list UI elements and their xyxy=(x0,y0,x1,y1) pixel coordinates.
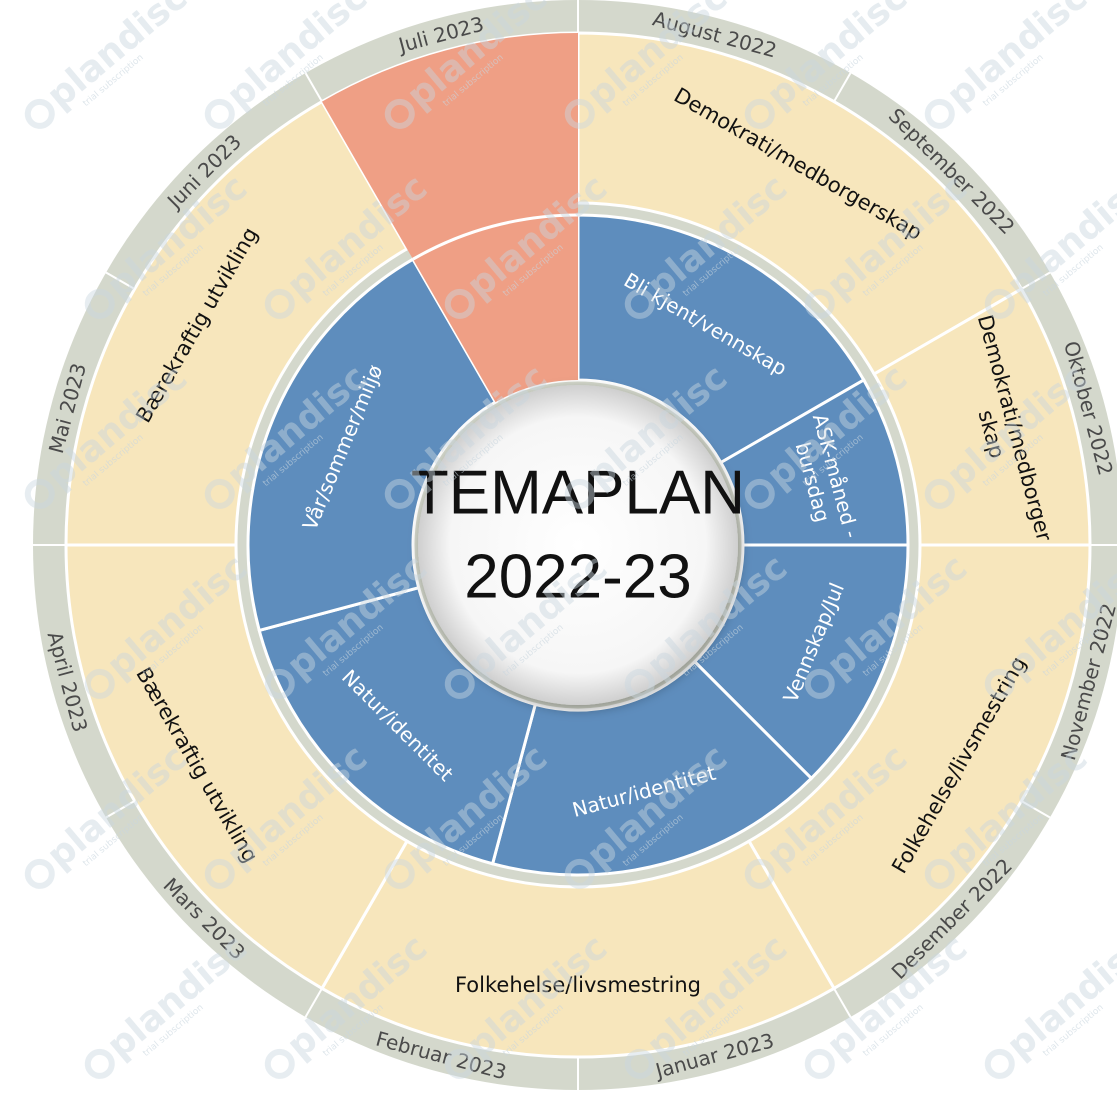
month-divider xyxy=(105,271,136,290)
outer-theme-ring xyxy=(64,31,1092,1059)
watermark-logo-icon xyxy=(924,98,955,129)
watermark-text: plandisc xyxy=(99,927,255,1067)
watermark-logo-icon xyxy=(444,1048,475,1079)
watermark-logo-icon xyxy=(24,478,55,509)
watermark-logo-icon xyxy=(24,98,55,129)
month-divider xyxy=(833,72,852,103)
watermark-logo-icon xyxy=(744,478,775,509)
watermark-logo-icon xyxy=(384,478,415,509)
watermark-logo-icon xyxy=(624,288,655,319)
watermark-logo-icon xyxy=(384,98,415,129)
inner-theme-segment xyxy=(576,213,866,465)
watermark-logo-icon xyxy=(924,478,955,509)
watermark-logo-icon xyxy=(564,98,595,129)
month-divider xyxy=(1020,800,1051,819)
watermark-logo-icon xyxy=(984,668,1015,699)
highlight-slice xyxy=(322,33,578,403)
inner-theme-segment xyxy=(257,585,538,866)
watermark-logo-icon xyxy=(744,98,775,129)
watermark-logo-icon xyxy=(84,1048,115,1079)
watermark-logo-icon xyxy=(804,288,835,319)
watermark-logo-icon xyxy=(624,668,655,699)
outer-theme-label: Folkehelse/livsmestring xyxy=(455,973,701,997)
watermark-logo-icon xyxy=(264,1048,295,1079)
watermark-text: plandisc xyxy=(39,0,195,117)
inner-theme-segment xyxy=(692,543,910,781)
watermark-logo-icon xyxy=(564,858,595,889)
watermark-logo-icon xyxy=(804,668,835,699)
center-title-line: 2022-23 xyxy=(464,543,692,612)
month-divider xyxy=(1020,271,1051,290)
watermark-logo-icon xyxy=(564,478,595,509)
center-title-line: TEMAPLAN xyxy=(411,459,745,528)
center-circle xyxy=(418,385,738,705)
center-hub xyxy=(418,385,738,705)
watermark-logo-icon xyxy=(984,1048,1015,1079)
watermark-logo-icon xyxy=(984,288,1015,319)
outer-theme-segment xyxy=(319,839,837,1059)
watermark-logo-icon xyxy=(624,1048,655,1079)
month-divider xyxy=(105,800,136,819)
watermark-logo-icon xyxy=(204,98,235,129)
month-divider xyxy=(833,987,852,1018)
watermark-logo-icon xyxy=(84,288,115,319)
watermark-logo-icon xyxy=(444,668,475,699)
month-divider xyxy=(304,987,323,1018)
watermark-logo-icon xyxy=(264,288,295,319)
watermark-logo-icon xyxy=(744,858,775,889)
watermark-text: plandisc xyxy=(939,0,1095,117)
outer-theme-segment xyxy=(64,99,410,547)
watermark-logo-icon xyxy=(444,288,475,319)
inner-theme-segment xyxy=(490,659,814,877)
watermark-logo-icon xyxy=(84,668,115,699)
watermark-logo-icon xyxy=(264,668,295,699)
outer-theme-segment xyxy=(576,31,1024,377)
watermark-logo-icon xyxy=(924,858,955,889)
month-divider xyxy=(304,72,323,103)
inner-theme-segment xyxy=(246,257,498,633)
outer-theme-segment xyxy=(64,543,410,991)
watermark-logo-icon xyxy=(24,858,55,889)
watermark-logo-icon xyxy=(804,1048,835,1079)
watermark-logo-icon xyxy=(204,858,235,889)
inner-theme-ring xyxy=(246,33,910,877)
watermark-logo-icon xyxy=(204,478,235,509)
highlight-divider xyxy=(412,213,579,261)
outer-theme-segment xyxy=(746,543,1092,991)
watermark-logo-icon xyxy=(384,858,415,889)
